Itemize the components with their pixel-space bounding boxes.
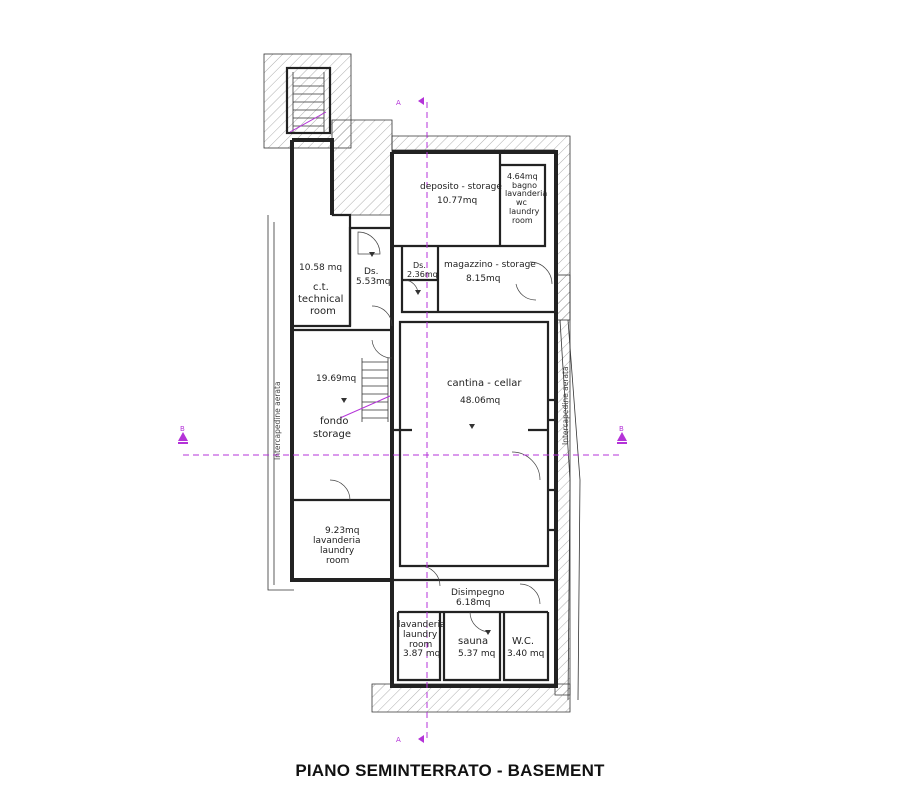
walls — [285, 66, 558, 688]
room-line: bagno — [512, 181, 537, 190]
room-sauna: sauna 5.37 mq — [458, 636, 495, 659]
room-line: lavanderia — [313, 536, 361, 546]
cavity-lines — [267, 215, 581, 701]
room-lavanderia: 9.23mq lavanderia laundry room — [313, 526, 361, 566]
room-cantina: cantina - cellar 48.06mq — [447, 378, 522, 406]
section-a-bottom: A — [396, 736, 401, 744]
room-line: technical — [298, 294, 343, 305]
room-line: laundry — [320, 546, 355, 556]
plan-title: PIANO SEMINTERRATO - BASEMENT — [295, 761, 605, 780]
room-line: wc — [516, 198, 527, 207]
room-area: 10.58 mq — [299, 263, 342, 273]
room-area: 3.87 mq — [403, 649, 440, 659]
room-area: 6.18mq — [456, 598, 491, 608]
level-markers — [341, 252, 491, 635]
room-area: 5.53mq — [356, 277, 391, 287]
section-b-left: B — [180, 425, 185, 433]
room-deposito: deposito - storage 10.77mq — [420, 182, 502, 206]
room-ds2: Ds. 2.36mq — [407, 261, 438, 279]
room-name: Ds. — [413, 261, 426, 270]
room-magazzino: magazzino - storage 8.15mq — [444, 260, 536, 284]
room-fondo: 19.69mq fondo storage — [313, 374, 356, 440]
section-lines — [178, 97, 627, 743]
room-line: lavanderia — [505, 189, 547, 198]
room-wc: W.C. 3.40 mq — [507, 636, 544, 659]
room-line: room — [326, 556, 349, 566]
room-bagno: 4.64mq bagno lavanderia wc laundry room — [505, 172, 547, 225]
room-name: magazzino - storage — [444, 260, 536, 270]
room-area: 48.06mq — [460, 396, 500, 406]
room-line: laundry — [509, 207, 540, 216]
room-line: lavanderia — [398, 620, 446, 630]
room-ct: 10.58 mq c.t. technical room — [298, 263, 343, 317]
room-line: room — [310, 306, 336, 317]
room-line: fondo — [320, 416, 348, 427]
room-area: 10.77mq — [437, 196, 477, 206]
cavity-label-left: Intercapedine aerata — [273, 381, 282, 460]
room-line: storage — [313, 429, 351, 440]
door-swings — [329, 231, 553, 633]
room-name: deposito - storage — [420, 182, 502, 192]
room-name: cantina - cellar — [447, 378, 522, 389]
room-disimpegno: Disimpegno 6.18mq — [451, 588, 505, 608]
room-line: room — [409, 640, 432, 650]
room-area: 4.64mq — [507, 172, 538, 181]
section-b-right: B — [619, 425, 624, 433]
room-area: 8.15mq — [466, 274, 501, 284]
floor-plan: A A B B Intercapedine aerata Intercapedi… — [178, 53, 627, 744]
room-name: W.C. — [512, 636, 534, 647]
room-area: 9.23mq — [325, 526, 360, 536]
room-area: 5.37 mq — [458, 649, 495, 659]
room-line: room — [512, 216, 533, 225]
room-line: laundry — [403, 630, 438, 640]
room-lav-small: lavanderia laundry room 3.87 mq — [398, 620, 446, 659]
room-ds1: Ds. 5.53mq — [356, 267, 391, 287]
cavity-label-right: Intercapedine aerata — [561, 366, 570, 445]
room-line: c.t. — [313, 282, 329, 293]
room-area: 3.40 mq — [507, 649, 544, 659]
room-name: Disimpegno — [451, 588, 505, 598]
section-a-top: A — [396, 99, 401, 107]
stairs — [289, 72, 391, 422]
room-area: 2.36mq — [407, 270, 438, 279]
room-area: 19.69mq — [316, 374, 356, 384]
room-name: sauna — [458, 636, 488, 647]
room-name: Ds. — [364, 267, 378, 277]
